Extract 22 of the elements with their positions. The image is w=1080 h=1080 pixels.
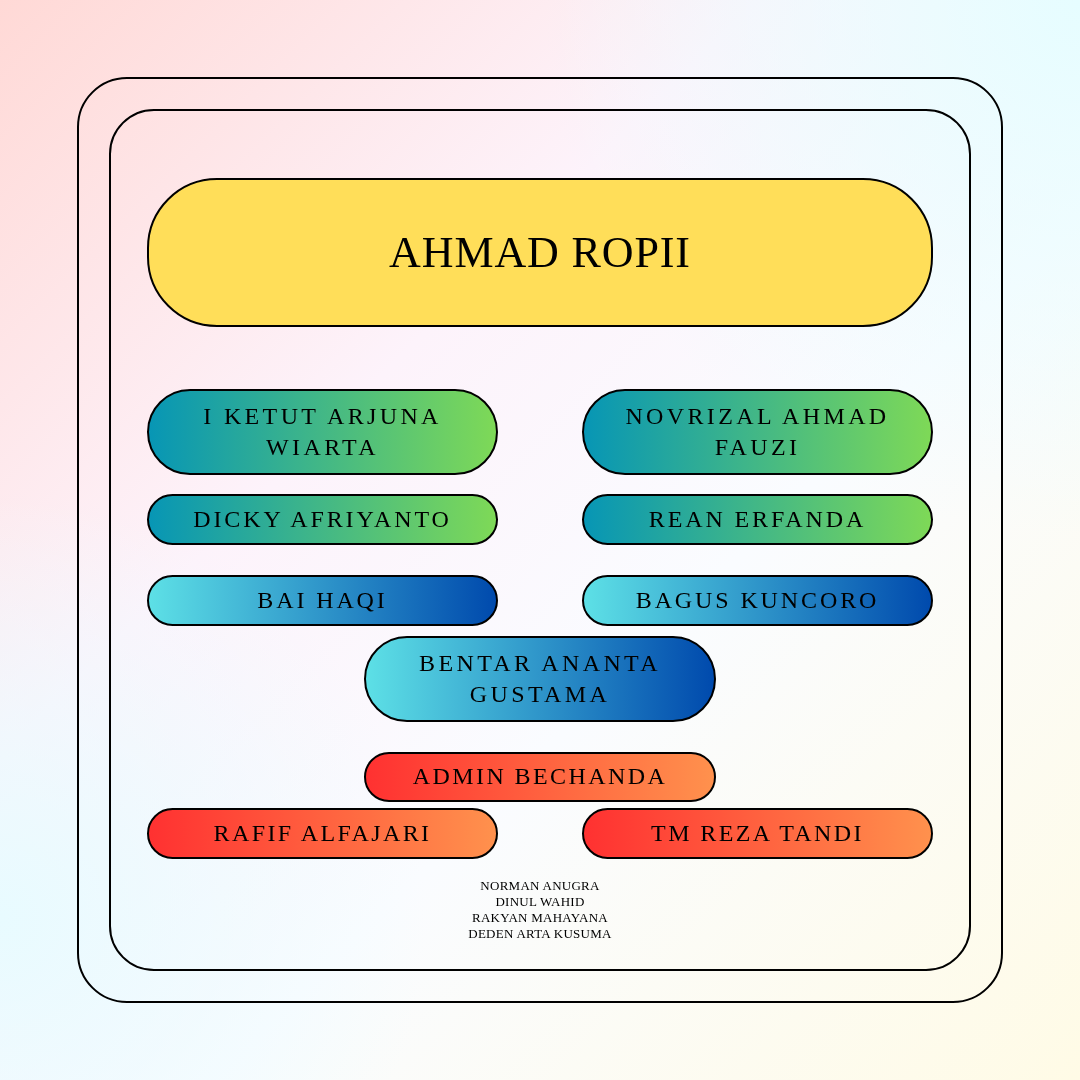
person-name: NOVRIZAL AHMAD FAUZI [624,401,891,462]
name-pill [364,752,716,802]
name-pill [582,808,933,859]
person-name: RAFIF ALFAJARI [212,818,433,848]
person-name: ADMIN BECHANDA [411,762,669,792]
name-pill [582,575,933,626]
member-name: DEDEN ARTA KUSUMA [468,926,612,942]
person-name: BENTAR ANANTA GUSTAMA [418,648,662,709]
name-pill [582,494,933,545]
person-name: TM REZA TANDI [650,818,865,848]
person-name: BAI HAQI [256,585,389,615]
name-pill [147,808,498,859]
person-name: DICKY AFRIYANTO [192,504,453,534]
person-name: REAN ERFANDA [647,504,868,534]
name-pill [147,494,498,545]
person-name: I KETUT ARJUNA WIARTA [202,401,443,462]
member-name: RAKYAN MAHAYANA [472,910,608,926]
member-name: NORMAN ANUGRA [480,878,600,894]
name-pill [147,575,498,626]
person-name: BAGUS KUNCORO [634,585,881,615]
member-name: DINUL WAHID [495,894,585,910]
person-name: AHMAD ROPII [388,226,692,279]
